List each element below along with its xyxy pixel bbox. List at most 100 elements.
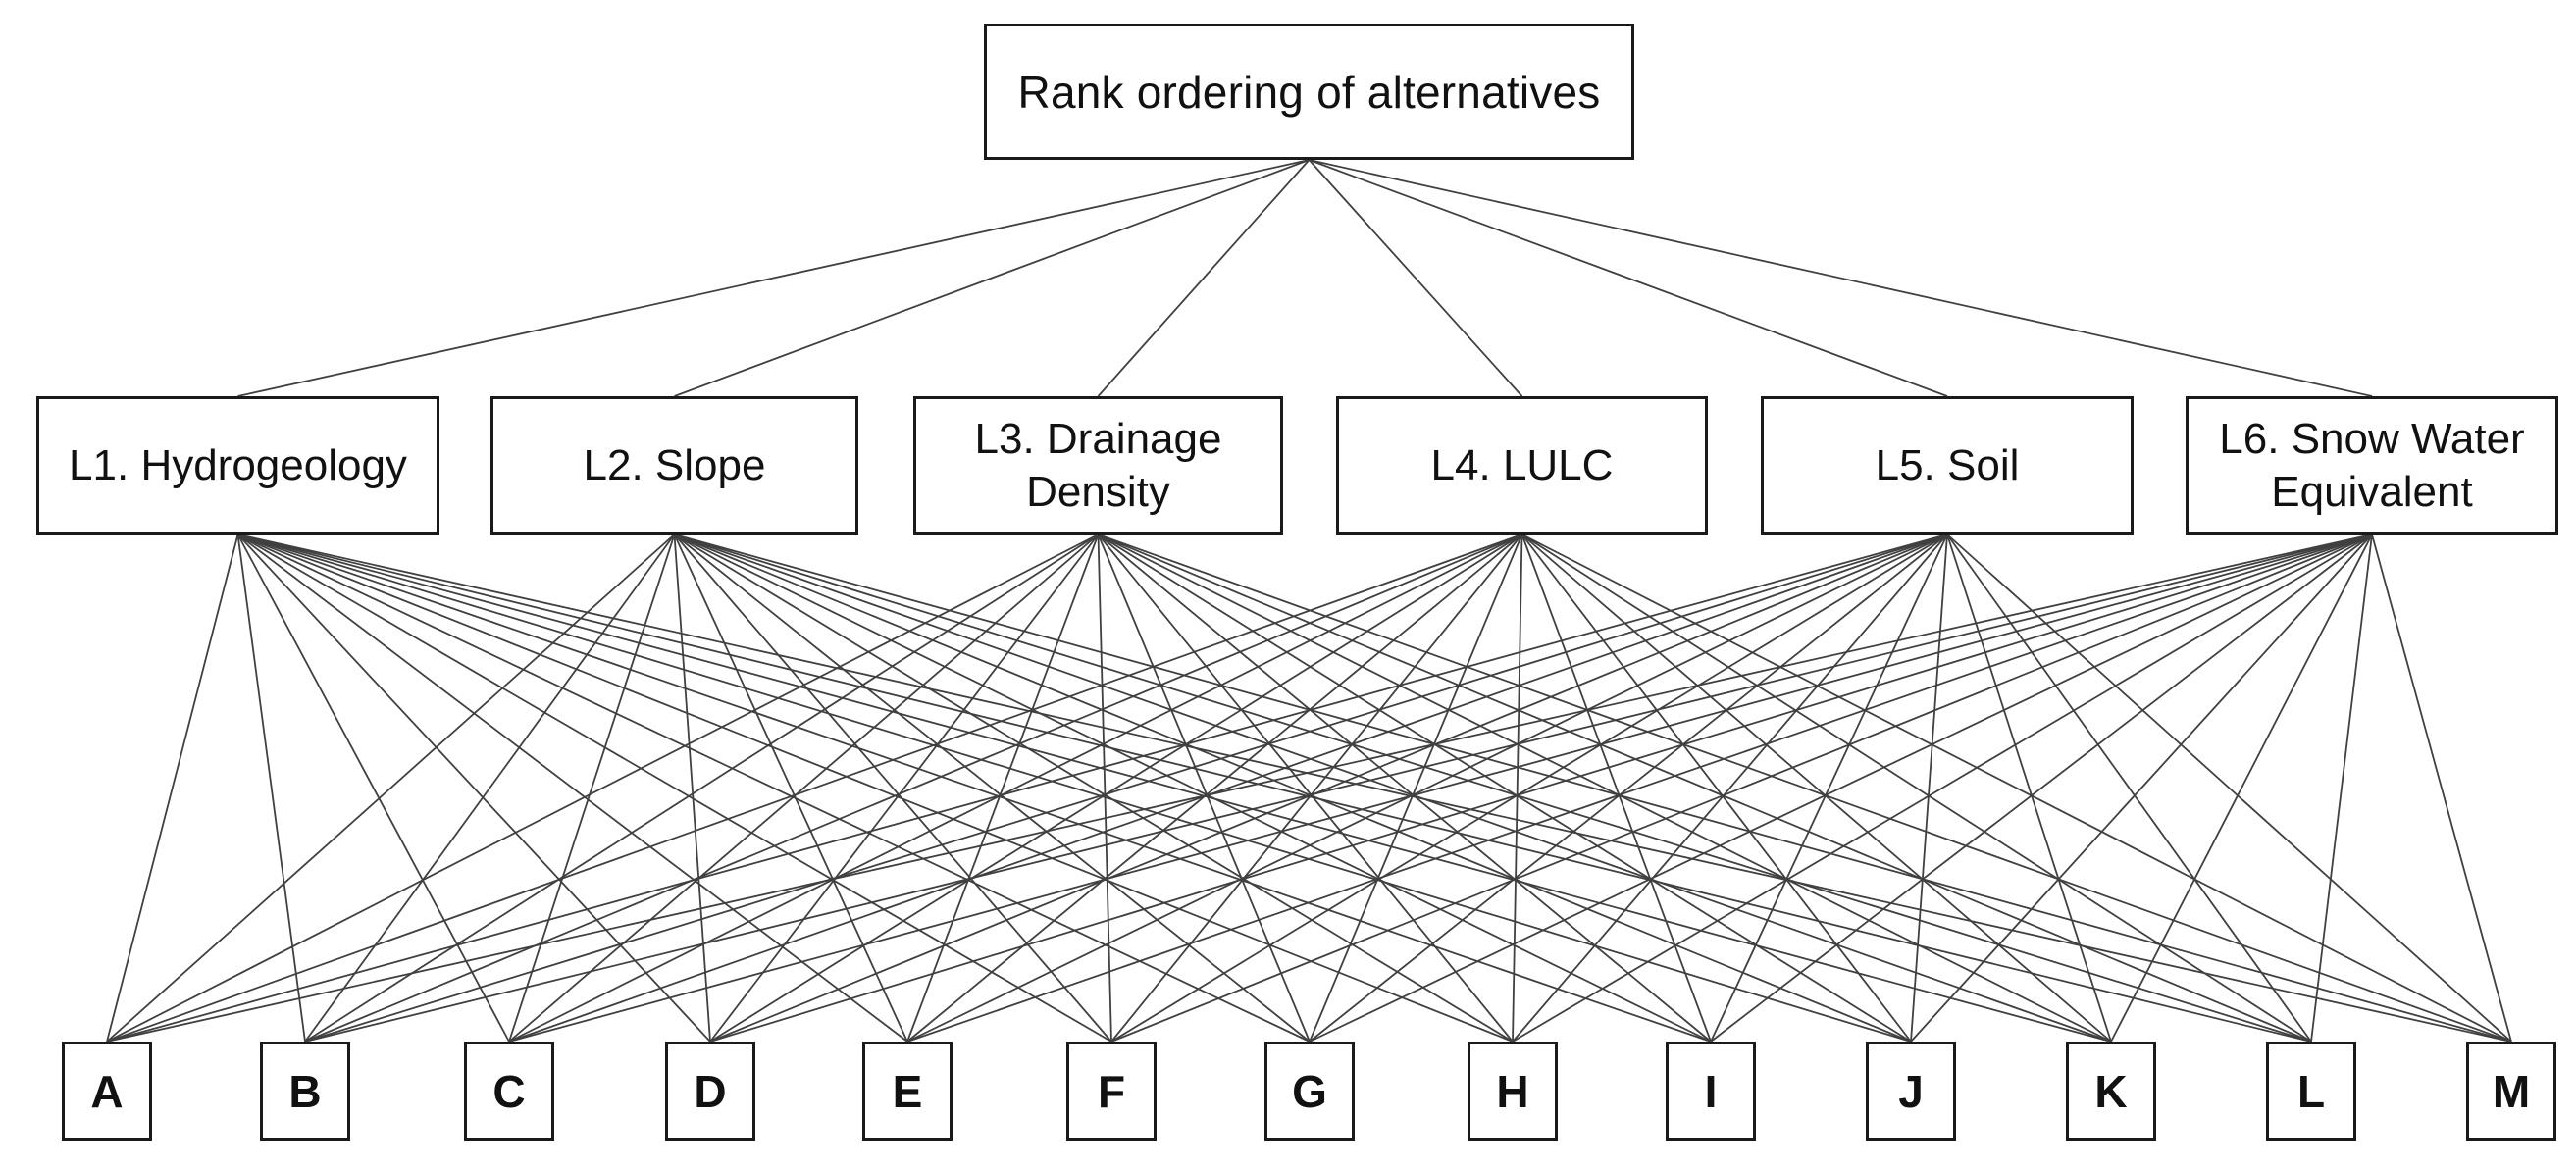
edge-l2-i	[674, 534, 1712, 1043]
edge-l4-m	[1521, 534, 2512, 1043]
edge-l1-f	[237, 534, 1112, 1043]
edge-l6-k	[2110, 534, 2373, 1043]
alternative-label: M	[2492, 1065, 2531, 1117]
edge-goal-l2	[674, 159, 1310, 397]
alternative-label: J	[1898, 1065, 1924, 1117]
edge-l3-d	[709, 534, 1100, 1043]
edge-l1-c	[236, 534, 510, 1043]
alternative-label: I	[1704, 1065, 1718, 1117]
edge-l3-b	[304, 534, 1099, 1043]
edge-l5-a	[106, 534, 1948, 1043]
edge-l4-c	[508, 534, 1522, 1043]
edge-l4-l	[1521, 534, 2312, 1043]
edge-l2-a	[106, 534, 676, 1043]
alternative-label: L	[2296, 1065, 2326, 1117]
alternative-label: D	[694, 1065, 727, 1117]
alternative-label: F	[1097, 1065, 1126, 1117]
edge-l2-b	[304, 534, 676, 1043]
alternative-box-g: G	[1264, 1042, 1355, 1141]
alternative-box-b: B	[260, 1042, 350, 1141]
edge-l5-d	[709, 534, 1948, 1043]
edge-l6-j	[1910, 534, 2373, 1043]
alternative-label: A	[90, 1065, 124, 1117]
edge-l5-b	[304, 534, 1948, 1043]
edge-l2-f	[673, 534, 1112, 1043]
edge-l6-g	[1309, 534, 2373, 1043]
edge-l3-c	[508, 534, 1100, 1043]
edge-l3-m	[1098, 534, 2512, 1043]
edge-l3-l	[1098, 534, 2312, 1043]
alternative-box-j: J	[1866, 1042, 1956, 1141]
edge-l1-g	[237, 534, 1311, 1043]
alternative-box-e: E	[862, 1042, 953, 1141]
edge-l6-b	[304, 534, 2373, 1043]
edge-l4-g	[1309, 534, 1523, 1043]
edge-l4-k	[1520, 534, 2112, 1043]
edge-l4-e	[906, 534, 1523, 1043]
criterion-box-l4: L4. LULC	[1336, 396, 1708, 535]
criterion-box-l5: L5. Soil	[1761, 396, 2134, 535]
edge-l3-h	[1097, 534, 1514, 1043]
criterion-label: L4. LULC	[1430, 440, 1614, 489]
edge-l3-e	[906, 534, 1100, 1043]
edge-l1-l	[237, 534, 2312, 1043]
alternative-label: E	[892, 1065, 923, 1117]
edge-goal-l3	[1097, 159, 1311, 397]
edge-l3-i	[1097, 534, 1712, 1043]
edge-l4-f	[1110, 534, 1523, 1043]
edge-l5-l	[1946, 534, 2312, 1043]
alternative-label: B	[288, 1065, 322, 1117]
edge-l2-g	[673, 534, 1311, 1043]
edge-l1-a	[106, 534, 239, 1043]
edge-l6-a	[106, 534, 2373, 1043]
edge-l6-f	[1110, 534, 2373, 1043]
edge-l3-a	[106, 534, 1099, 1043]
edge-l5-k	[1946, 534, 2112, 1043]
edge-l5-f	[1110, 534, 1948, 1043]
edge-l5-j	[1910, 534, 1948, 1043]
edge-l3-g	[1097, 534, 1311, 1043]
alternative-label: H	[1496, 1065, 1529, 1117]
alternative-label: G	[1292, 1065, 1327, 1117]
criterion-label: L6. Snow Water Equivalent	[2219, 414, 2525, 516]
edge-l1-e	[236, 534, 908, 1043]
edge-goal-l6	[1309, 159, 2373, 397]
edge-l1-b	[236, 534, 306, 1043]
alternative-box-h: H	[1468, 1042, 1558, 1141]
edge-goal-l5	[1309, 159, 1948, 397]
edge-l6-d	[709, 534, 2373, 1043]
edge-l1-h	[237, 534, 1514, 1043]
alternative-box-c: C	[464, 1042, 554, 1141]
edge-l2-m	[674, 534, 2512, 1043]
edge-l5-i	[1710, 534, 1948, 1043]
alternative-box-f: F	[1066, 1042, 1157, 1141]
alternative-label: K	[2094, 1065, 2128, 1117]
criterion-box-l2: L2. Slope	[490, 396, 858, 535]
edge-l4-d	[709, 534, 1522, 1043]
criterion-label: L2. Slope	[583, 440, 766, 489]
alternative-box-a: A	[62, 1042, 152, 1141]
edge-l2-l	[674, 534, 2312, 1043]
edge-l2-d	[673, 534, 711, 1043]
alternative-box-k: K	[2066, 1042, 2156, 1141]
edge-l6-i	[1710, 534, 2373, 1043]
alternative-label: C	[492, 1065, 526, 1117]
alternative-box-l: L	[2266, 1042, 2356, 1141]
criterion-box-l6: L6. Snow Water Equivalent	[2186, 396, 2558, 535]
edge-l5-h	[1512, 534, 1948, 1043]
goal-label: Rank ordering of alternatives	[1017, 66, 1601, 118]
edge-l5-c	[508, 534, 1948, 1043]
edge-l5-m	[1946, 534, 2512, 1043]
edge-l2-k	[674, 534, 2112, 1043]
edge-l1-d	[236, 534, 711, 1043]
edge-l3-k	[1098, 534, 2112, 1043]
criterion-box-l3: L3. Drainage Density	[913, 396, 1283, 535]
edge-l6-e	[906, 534, 2373, 1043]
alternative-box-d: D	[665, 1042, 755, 1141]
edge-l4-a	[106, 534, 1522, 1043]
edge-l6-m	[2371, 534, 2512, 1043]
edge-l4-i	[1520, 534, 1712, 1043]
edge-l4-j	[1520, 534, 1912, 1043]
edge-l1-i	[237, 534, 1712, 1043]
